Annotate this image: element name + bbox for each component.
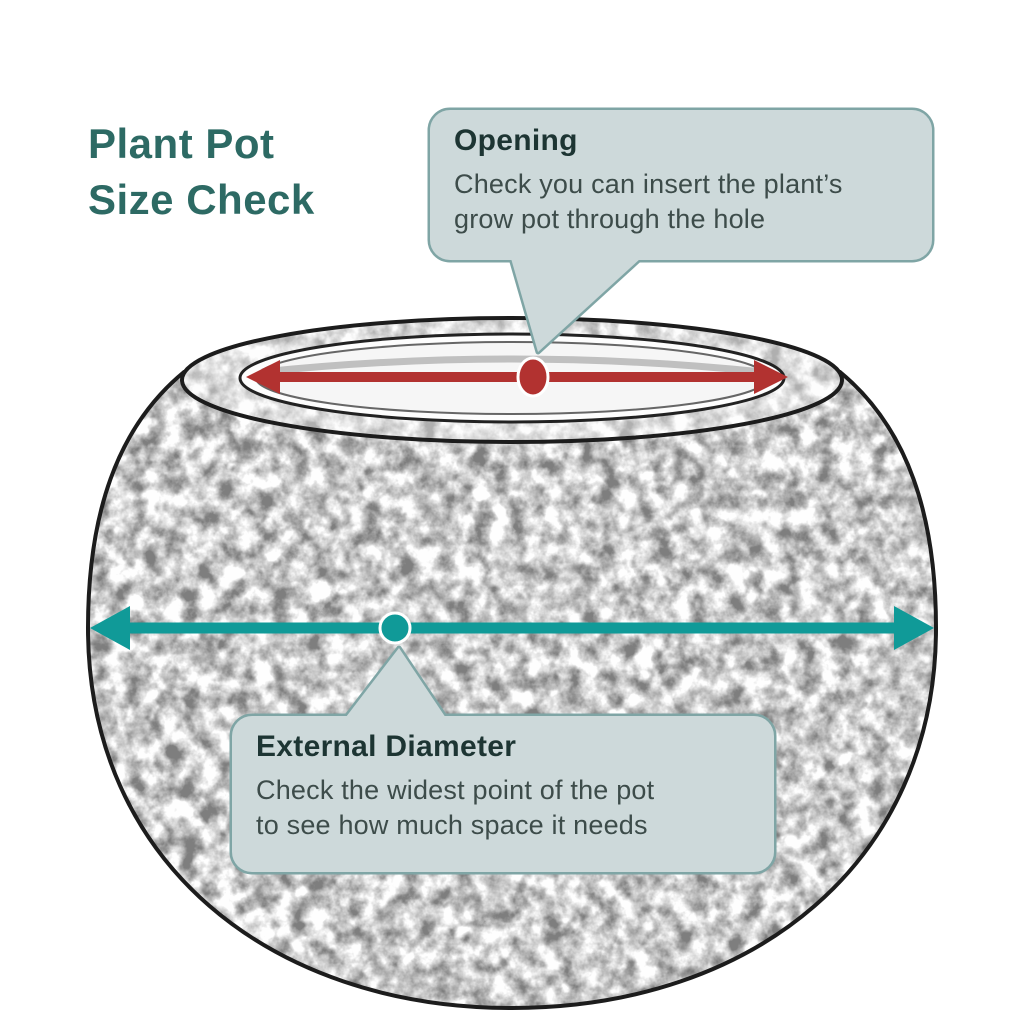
diameter-measure-arrow	[90, 606, 934, 650]
external-callout-body: Check the widest point of the pot to see…	[256, 775, 655, 840]
external-callout-heading: External Diameter	[256, 730, 517, 763]
page-title: Plant Pot Size Check	[88, 116, 315, 228]
opening-arrowhead-left	[246, 360, 280, 394]
opening-callout: Opening Check you can insert the plant’s…	[454, 124, 916, 237]
opening-measure-arrow	[246, 356, 788, 398]
opening-callout-bubble	[427, 107, 935, 355]
external-callout-bubble	[229, 645, 777, 875]
external-diameter-callout: External Diameter Check the widest point…	[256, 730, 758, 843]
opening-arrowhead-right	[754, 360, 788, 394]
page-title-line: Plant Pot	[88, 120, 275, 167]
opening-center-dot	[516, 356, 550, 398]
opening-callout-body: Check you can insert the plant’s grow po…	[454, 169, 843, 234]
diameter-arrowhead-left	[90, 606, 130, 650]
page-title-line: Size Check	[88, 176, 315, 223]
diameter-center-dot	[378, 611, 412, 645]
opening-callout-heading: Opening	[454, 124, 578, 157]
diameter-arrowhead-right	[894, 606, 934, 650]
pot-opening-shading	[261, 355, 763, 376]
